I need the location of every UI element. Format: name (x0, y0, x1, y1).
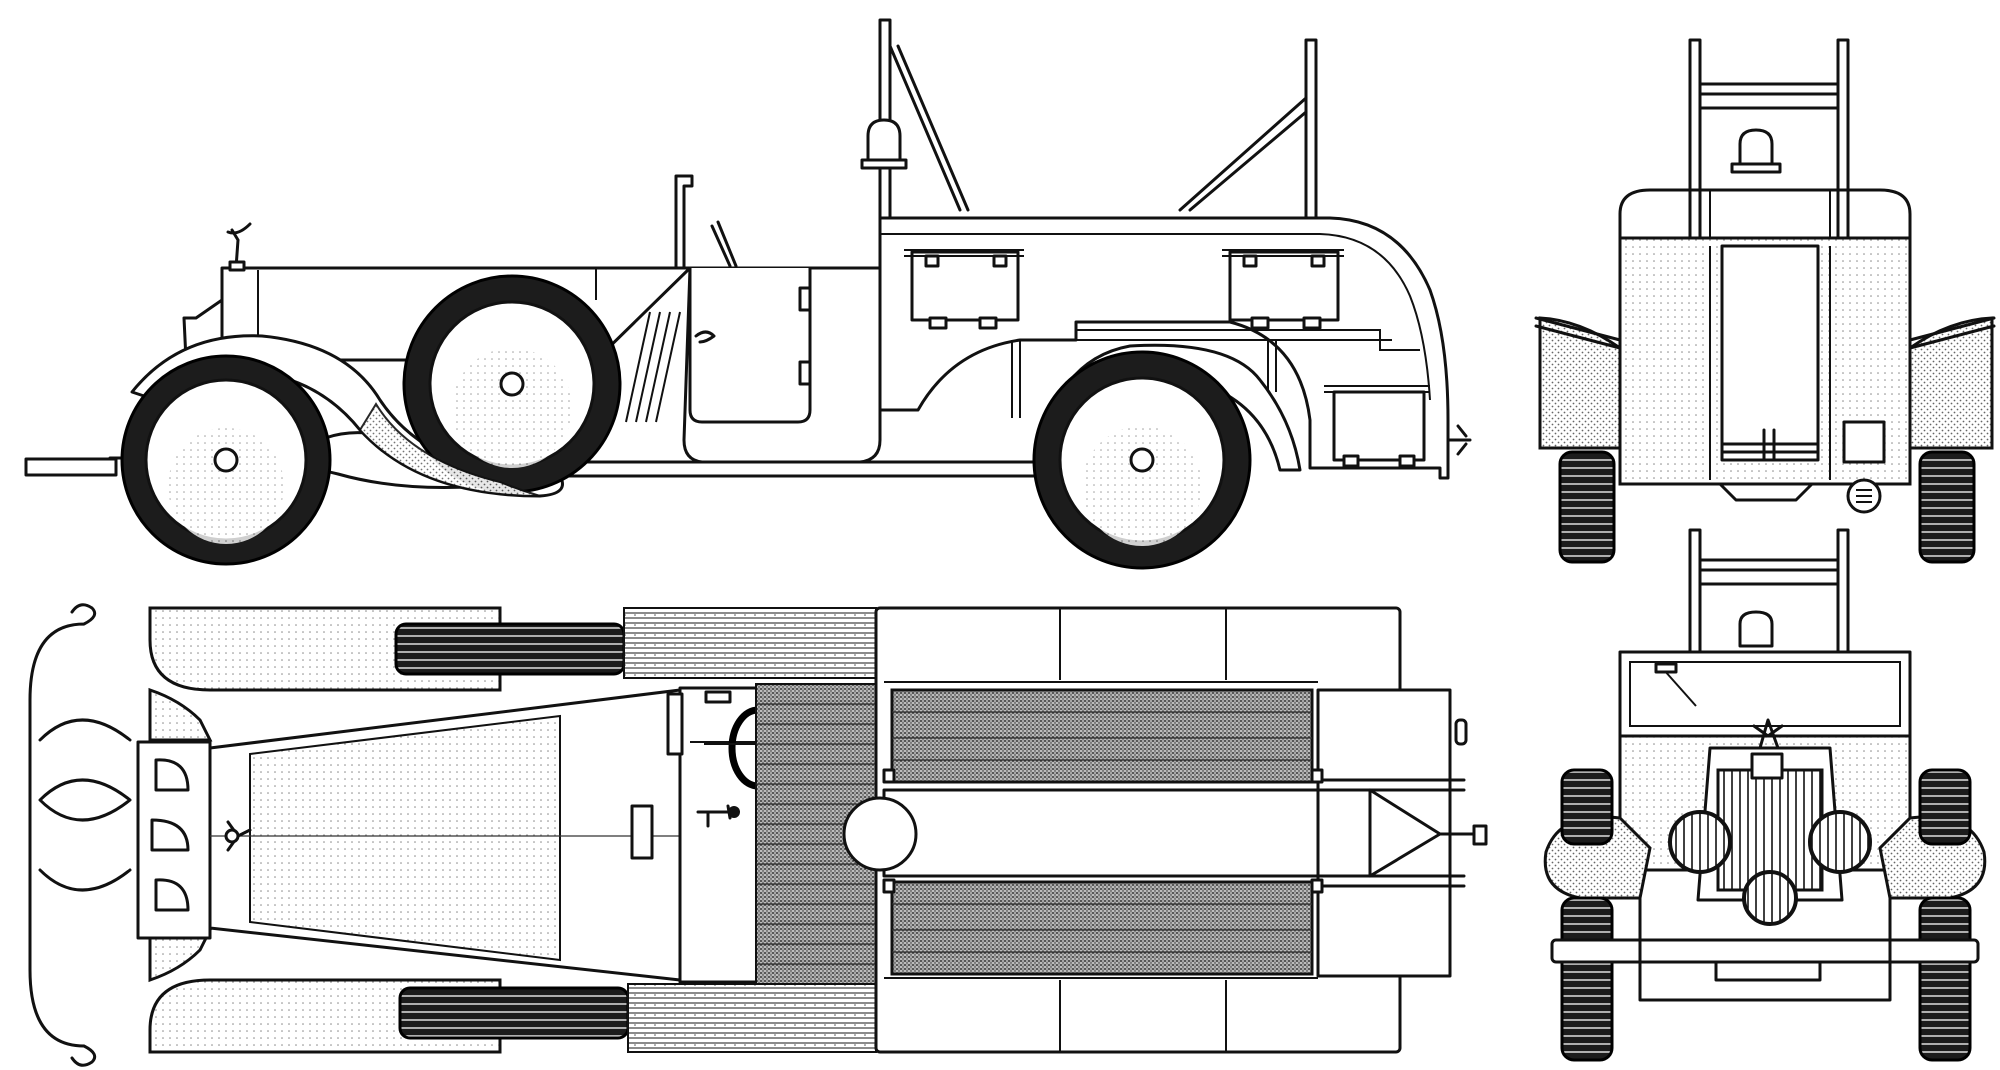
tow-hook (1446, 424, 1472, 456)
front-bumper (28, 603, 97, 1067)
side-locker-1 (910, 250, 1020, 322)
front-roof-lamp (1738, 610, 1774, 648)
starting-crank (24, 457, 118, 477)
rear-plate-box (1842, 420, 1886, 464)
radiator-badge (1750, 752, 1784, 780)
hose-reel (842, 796, 918, 872)
headlamp-left (1668, 810, 1732, 874)
front-wheel (120, 354, 332, 566)
headlamp-right (1808, 810, 1872, 874)
front-axle (1638, 896, 1892, 1002)
front-ladder (1688, 528, 1850, 654)
front-view (1543, 528, 1987, 1062)
steering-column (710, 220, 738, 268)
front-mascot (1752, 718, 1784, 750)
roof-ladder (878, 18, 1318, 220)
rear-wheel-right (1918, 450, 1976, 564)
roof-lamp (866, 118, 902, 164)
running-board-left (623, 607, 877, 679)
fog-lamp (1742, 870, 1798, 926)
rear-roof-lamp (1738, 128, 1774, 168)
rear-top-rail (1618, 188, 1912, 240)
rear-extension (1316, 688, 1452, 978)
windscreen-post (674, 174, 694, 270)
rear-locker (1332, 390, 1426, 462)
spare-tyre-right (398, 986, 630, 1040)
hose-bed-left (890, 688, 1314, 784)
side-view (24, 18, 1472, 570)
front-door (688, 268, 812, 424)
rear-ladder (1688, 38, 1850, 248)
front-bumper-front (1550, 938, 1980, 964)
hose-bed-right (890, 880, 1314, 976)
side-locker-2 (1228, 250, 1340, 322)
door-handle (694, 330, 716, 344)
top-view (28, 603, 1488, 1067)
rear-wheel-left (1558, 450, 1616, 564)
rear-walkway (1720, 244, 1820, 462)
rear-view (1534, 38, 1996, 564)
running-board-right (627, 983, 877, 1053)
front-wheel-right (1918, 768, 1972, 846)
spare-wheel (402, 274, 622, 494)
bonnet-louvres (625, 311, 681, 423)
spare-tyre-left (394, 622, 626, 676)
rear-wheel (1032, 350, 1252, 570)
center-walkway (882, 788, 1320, 878)
